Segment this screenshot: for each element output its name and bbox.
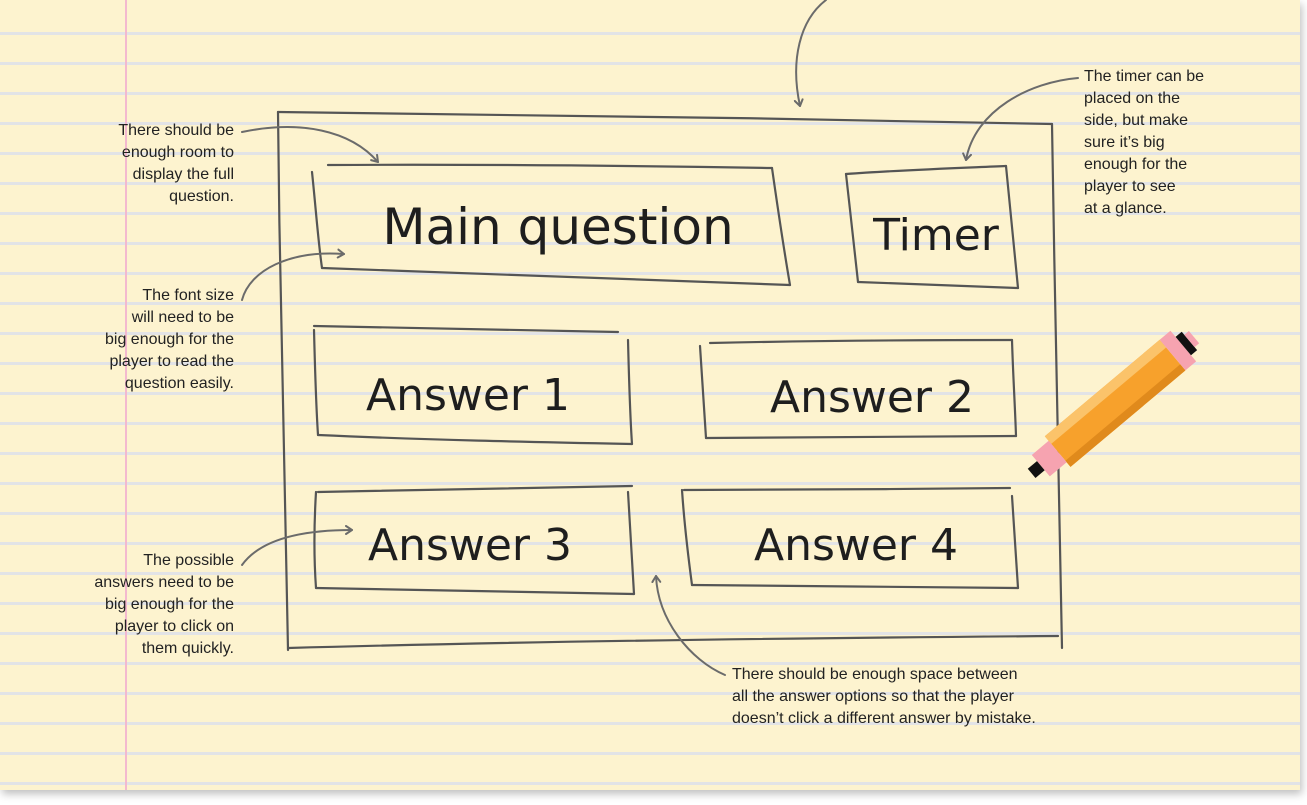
note-room-for-question: There should be enough room to display t… — [118, 122, 234, 205]
timer-box — [844, 164, 1020, 290]
answer-1-box — [312, 324, 634, 446]
lined-paper — [0, 0, 1300, 790]
answer-4-label: Answer 4 — [754, 520, 958, 571]
answer-3-box — [313, 484, 636, 596]
screen-frame — [276, 110, 1064, 652]
arrow-font — [241, 248, 345, 301]
note-timer-side: The timer can be placed on the side, but… — [1084, 68, 1205, 217]
note-answers-size: The possible answers need to be big enou… — [94, 552, 234, 657]
main-question-box — [310, 163, 792, 287]
main-question-label: Main question — [382, 198, 733, 256]
answer-1-label: Answer 1 — [366, 370, 570, 421]
answer-2-label: Answer 2 — [770, 372, 974, 423]
note-spacing: There should be enough space between all… — [732, 666, 1036, 727]
margin-line — [125, 0, 127, 790]
timer-label: Timer — [872, 210, 1000, 261]
arrow-room — [241, 126, 379, 163]
answer-3-label: Answer 3 — [368, 520, 572, 571]
arrow-timer — [962, 77, 1079, 161]
marker-icon — [1027, 330, 1200, 478]
arrow-spacing — [651, 575, 726, 676]
answer-4-box — [680, 486, 1020, 590]
note-font-size: The font size will need to be big enough… — [105, 287, 234, 392]
arrow-answers — [241, 525, 353, 566]
answer-2-box — [698, 338, 1018, 440]
arrow-top — [793, 0, 827, 107]
